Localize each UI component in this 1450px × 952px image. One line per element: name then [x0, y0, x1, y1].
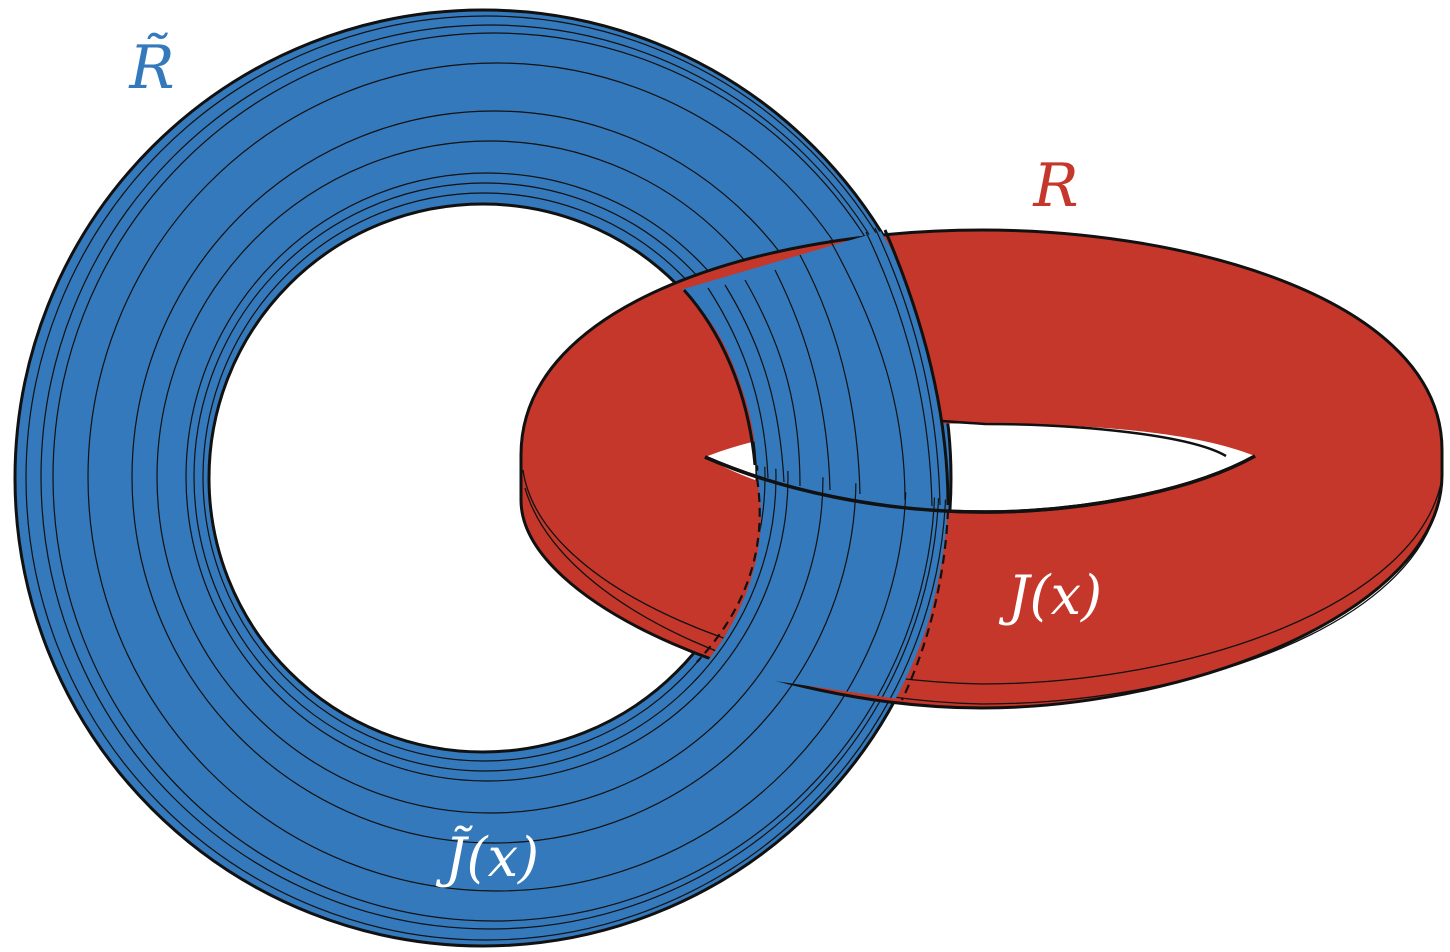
red-torus-rim-lines — [522, 469, 1443, 705]
red-torus-label: R — [1032, 151, 1078, 221]
blue-torus-upper-segment — [680, 230, 948, 500]
blue-torus-label: R̃ — [128, 32, 174, 103]
red-field-label: J(x) — [998, 564, 1102, 627]
blue-field-label: J̃(x) — [435, 825, 539, 889]
blue-torus-upper-crossing — [680, 227, 950, 507]
red-torus-hole-front-edge-overlay — [704, 454, 1256, 514]
